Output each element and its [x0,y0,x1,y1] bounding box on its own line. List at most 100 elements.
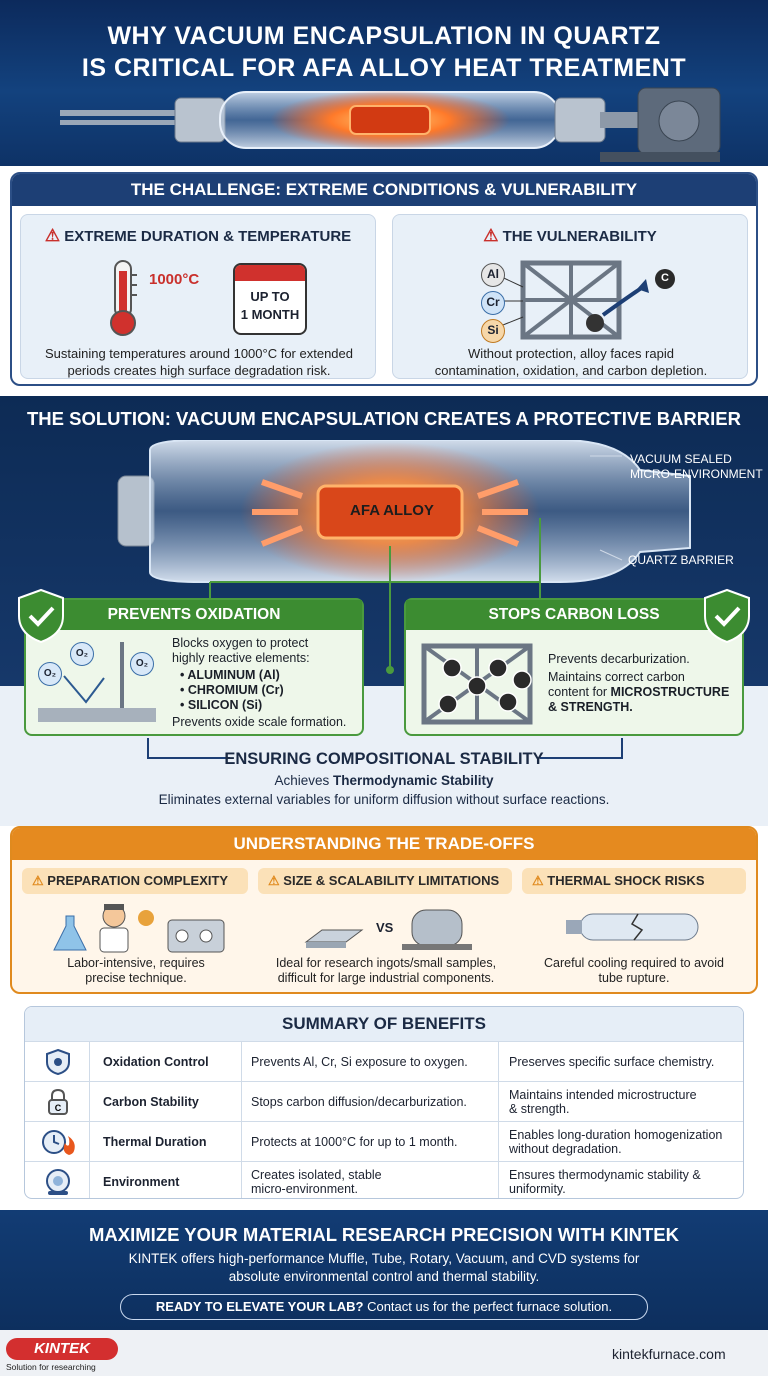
thermometer-icon [110,260,137,336]
summary-table: SUMMARY OF BENEFITS Oxidation Control Pr… [24,1006,744,1199]
tradeoff-preparation-title: ⚠ PREPARATION COMPLEXITY [22,868,248,894]
table-row: Environment Creates isolated, stable mic… [25,1161,743,1198]
oxygen-molecule: O₂ [70,642,94,666]
kintek-logo[interactable]: KINTEK [6,1338,118,1360]
duration-text-line2: periods creates high surface degradation… [67,363,331,378]
tradeoff-thermal-line2: tube rupture. [598,971,670,985]
contact-cta-button[interactable]: READY TO ELEVATE YOUR LAB? Contact us fo… [120,1294,648,1320]
table-row: C Carbon Stability Stops carbon diffusio… [25,1081,743,1121]
table-row: Oxidation Control Prevents Al, Cr, Si ex… [25,1041,743,1081]
prevents-oxidation-box: PREVENTS OXIDATION O₂ O₂ O₂ Blocks oxyge… [24,598,364,736]
benefit-name: Carbon Stability [103,1095,199,1109]
benefit-result: Ensures thermodynamic stability & unifor… [509,1168,701,1196]
silicon-atom: Si [481,319,505,343]
environment-icon [41,1162,75,1198]
benefit-what: Stops carbon diffusion/decarburization. [251,1095,467,1109]
duration-temperature-panel: ⚠ EXTREME DURATION & TEMPERATURE 1000°C … [20,214,376,379]
benefit-what: Prevents Al, Cr, Si exposure to oxygen. [251,1055,468,1069]
benefit-what: Protects at 1000°C for up to 1 month. [251,1135,458,1149]
afa-alloy-label: AFA ALLOY [350,502,434,519]
footer-title: MAXIMIZE YOUR MATERIAL RESEARCH PRECISIO… [89,1224,679,1245]
summary-title: SUMMARY OF BENEFITS [25,1007,743,1041]
vulnerability-title: ⚠ THE VULNERABILITY [483,226,657,245]
benefit-what: Creates isolated, stable micro-environme… [251,1168,382,1196]
benefit-result: Enables long-duration homogenization wit… [509,1128,723,1156]
tradeoff-thermal-title: ⚠ THERMAL SHOCK RISKS [522,868,746,894]
chromium-atom: Cr [481,291,505,315]
stability-line1: Achieves Thermodynamic Stability [274,773,494,788]
tradeoff-thermal-line1: Careful cooling required to avoid [544,956,724,970]
carbon-atom: C [655,269,675,289]
quartz-callout: QUARTZ BARRIER [628,553,734,567]
oxidation-title: PREVENTS OXIDATION [26,600,362,630]
page-title-line2: IS CRITICAL FOR AFA ALLOY HEAT TREATMENT [81,54,687,82]
tradeoff-size-line2: difficult for large industrial component… [277,971,495,985]
brand-bar [0,1330,768,1376]
lab-technician-illustration [53,904,225,953]
tradeoff-size-title: ⚠ SIZE & SCALABILITY LIMITATIONS [258,868,512,894]
carbon-line4: & STRENGTH. [548,700,633,714]
benefit-result: Preserves specific surface chemistry. [509,1055,715,1069]
oxidation-footer: Prevents oxide scale formation. [172,715,347,729]
warning-icon: ⚠ [483,226,499,245]
benefit-name: Thermal Duration [103,1135,207,1149]
stability-line2: Eliminates external variables for unifor… [158,792,610,807]
vulnerability-text-line2: contamination, oxidation, and carbon dep… [434,363,708,378]
encapsulation-diagram [117,440,691,674]
table-row: Thermal Duration Protects at 1000°C for … [25,1121,743,1161]
bullet-aluminum: • ALUMINUM (Al) [180,668,280,682]
oxygen-deflection-illustration [38,642,156,722]
stops-carbon-loss-box: STOPS CARBON LOSS Prevents decarburizati… [404,598,744,736]
warning-icon: ⚠ [44,226,61,245]
oxygen-molecule: O₂ [130,652,154,676]
oxidation-line2: highly reactive elements: [172,651,310,665]
warning-icon: ⚠ [532,873,544,888]
small-sample-vs-large-component-illustration [304,909,472,950]
carbon-line3: content for MICROSTRUCTURE [548,685,730,699]
vulnerability-panel: ⚠ THE VULNERABILITY Al Cr Si C Without p… [392,214,748,379]
calendar-line2: 1 MONTH [240,307,300,322]
tradeoff-preparation-line2: precise technique. [85,971,187,985]
vulnerability-text-line1: Without protection, alloy faces rapid [468,346,674,361]
tradeoffs-title: UNDERSTANDING THE TRADE-OFFS [12,828,756,860]
warning-icon: ⚠ [268,873,280,888]
carbon-line1: Prevents decarburization. [548,652,690,666]
quartz-tube-illustration [60,87,721,162]
shield-icon [43,1042,73,1082]
calendar-icon: UP TO 1 MONTH [233,263,307,335]
shield-check-icon [704,588,750,644]
challenge-section: THE CHALLENGE: EXTREME CONDITIONS & VULN… [10,172,758,386]
benefit-name: Environment [103,1175,180,1189]
temperature-label: 1000°C [149,271,200,288]
oxygen-molecule: O₂ [38,662,62,686]
duration-title: ⚠ EXTREME DURATION & TEMPERATURE [44,226,352,245]
page-title-line1: WHY VACUUM ENCAPSULATION IN QUARTZ [107,22,661,50]
lock-icon: C [43,1082,73,1122]
stability-title: ENSURING COMPOSITIONAL STABILITY [224,750,544,768]
carbon-lattice-illustration [421,643,533,725]
carbon-line2: Maintains correct carbon [548,670,685,684]
stability-bracket [147,738,623,759]
tradeoffs-section: UNDERSTANDING THE TRADE-OFFS ⚠ PREPARATI… [10,826,758,994]
svg-text:C: C [55,1103,62,1113]
carbon-title: STOPS CARBON LOSS [406,600,742,630]
vs-label: VS [376,920,394,935]
footer-description: KINTEK offers high-performance Muffle, T… [128,1251,640,1284]
shield-check-icon [18,588,64,644]
vacuum-callout: VACUUM SEALED MICRO-ENVIRONMENT [630,452,763,481]
solution-title: THE SOLUTION: VACUUM ENCAPSULATION CREAT… [27,408,741,429]
duration-text-line1: Sustaining temperatures around 1000°C fo… [44,346,353,361]
benefit-name: Oxidation Control [103,1055,209,1069]
tradeoff-size-line1: Ideal for research ingots/small samples, [275,956,497,970]
clock-flame-icon [39,1122,79,1162]
aluminum-atom: Al [481,263,505,287]
calendar-line1: UP TO [250,289,290,304]
bullet-chromium: • CHROMIUM (Cr) [180,683,284,697]
bullet-silicon: • SILICON (Si) [180,698,263,712]
oxidation-line1: Blocks oxygen to protect [172,636,309,650]
warning-icon: ⚠ [32,873,44,888]
alloy-lattice-illustration [492,260,649,340]
cracked-tube-illustration [566,913,699,941]
benefit-result: Maintains intended microstructure & stre… [509,1088,697,1116]
website-link[interactable]: kintekfurnace.com [612,1346,726,1362]
